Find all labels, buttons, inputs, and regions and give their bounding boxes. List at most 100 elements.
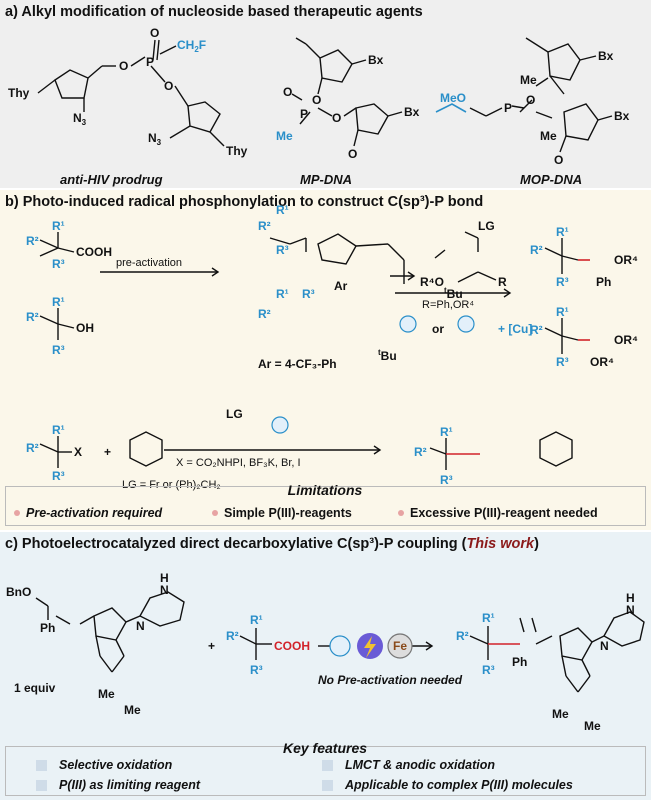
- caption-mp-dna: MP-DNA: [300, 172, 352, 187]
- label-o-8: O: [526, 93, 535, 107]
- label-thy-1: Thy: [8, 86, 30, 100]
- label-me-c1: Me: [98, 687, 115, 701]
- label-cooh-c: COOH: [274, 639, 310, 653]
- label-ar: Ar: [334, 279, 348, 293]
- panel-c: c) Photoelectrocatalyzed direct decarbox…: [0, 532, 651, 800]
- label-or4-2: OR⁴: [614, 333, 638, 347]
- panel-a-structures: Thy N3 O P O CH2F O N3 Thy Bx O P O Me O…: [8, 26, 630, 187]
- label-r-def: R=Ph,OR⁴: [422, 299, 474, 311]
- label-o-4: O: [312, 93, 321, 107]
- label-r2-6: R²: [530, 323, 543, 337]
- label-p-3: P: [504, 101, 512, 115]
- label-nh-1: H: [160, 571, 169, 585]
- label-bx-4: Bx: [614, 109, 630, 123]
- limitation-item-1: Pre-activation required: [14, 506, 162, 520]
- photocatalyst-lightning-icon: [357, 633, 383, 659]
- label-fe: Fe: [393, 639, 407, 653]
- label-n-3: N: [626, 603, 635, 617]
- panel-b: b) Photo-induced radical phosphonylation…: [0, 190, 651, 530]
- label-me-c4: Me: [584, 719, 601, 733]
- label-r3-4: R³: [302, 287, 315, 301]
- limitation-item-3: Excessive P(III)-reagent needed: [398, 506, 598, 520]
- panel-c-scheme: BnO COOH Ph H N N 1 equiv Me Me + R² R¹ …: [6, 571, 645, 733]
- label-r3-5: R³: [556, 275, 569, 289]
- label-r2-4: R²: [258, 307, 271, 321]
- label-bx-3: Bx: [598, 49, 614, 63]
- label-r1-8: R¹: [440, 425, 453, 439]
- caption-anti-hiv: anti-HIV prodrug: [60, 172, 163, 187]
- panel-b-title: b) Photo-induced radical phosphonylation…: [5, 194, 484, 210]
- label-me-c3: Me: [552, 707, 569, 721]
- label-meo: MeO: [440, 91, 466, 105]
- label-o-7: O: [348, 147, 357, 161]
- label-n3-2: N3: [148, 131, 162, 147]
- label-thy-2: Thy: [226, 144, 248, 158]
- label-r2-5: R²: [530, 243, 543, 257]
- label-r1-6: R¹: [556, 305, 569, 319]
- label-tbu-2: tBu: [378, 348, 397, 363]
- label-tbu-1: tBu: [444, 286, 463, 301]
- label-r3-8: R³: [440, 473, 453, 487]
- label-ph-c1: Ph: [40, 621, 55, 635]
- label-r1-2: R¹: [52, 295, 65, 309]
- panel-b-scheme: R² R¹ R³ COOH R² R¹ R³ OH pre-activation…: [26, 203, 638, 491]
- label-or4-1: OR⁴: [614, 253, 638, 267]
- label-r2-3: R²: [258, 219, 271, 233]
- bullet-square: [322, 779, 333, 791]
- label-or: or: [432, 322, 444, 336]
- label-r2-c1: R²: [226, 629, 239, 643]
- label-ar-def: Ar = 4-CF₃-Ph: [258, 357, 337, 371]
- label-r2-8: R²: [414, 445, 427, 459]
- label-me-c2: Me: [124, 703, 141, 717]
- label-ph-b: Ph: [596, 275, 611, 289]
- this-work-label: This work: [466, 536, 535, 552]
- label-x-def: X = CO₂NHPI, BF₃K, Br, I: [176, 457, 301, 469]
- caption-mop-dna: MOP-DNA: [520, 172, 582, 187]
- label-r3-1: R³: [52, 257, 65, 271]
- label-or4-3: OR⁴: [590, 355, 614, 369]
- label-equiv: 1 equiv: [14, 681, 56, 695]
- label-r2-c2: R²: [456, 629, 469, 643]
- label-r3-6: R³: [556, 355, 569, 369]
- label-r1-4: R¹: [276, 287, 289, 301]
- label-r3-2: R³: [52, 343, 65, 357]
- label-n-1: N: [160, 583, 169, 597]
- bullet-square: [36, 759, 47, 771]
- label-r3-c2: R³: [482, 663, 495, 677]
- label-r2-2: R²: [26, 310, 39, 324]
- label-r: R: [498, 275, 507, 289]
- label-o-1: O: [119, 59, 128, 73]
- label-n-4: N: [600, 639, 609, 653]
- label-r2-7: R²: [26, 441, 39, 455]
- label-r1-c2: R¹: [482, 611, 495, 625]
- feature-item-1: Selective oxidation: [36, 758, 172, 772]
- limitations-box: [5, 486, 646, 526]
- label-pre-activation: pre-activation: [116, 257, 182, 269]
- bullet-square: [36, 779, 47, 791]
- feature-item-4: Applicable to complex P(III) molecules: [322, 778, 573, 792]
- label-p-1: P: [146, 55, 154, 69]
- label-r1-1: R¹: [52, 219, 65, 233]
- label-cu: + [Cu]: [498, 322, 532, 336]
- label-r1-5: R¹: [556, 225, 569, 239]
- label-o-2: O: [150, 26, 159, 40]
- bullet-dot: [398, 510, 404, 516]
- panel-c-title: c) Photoelectrocatalyzed direct decarbox…: [5, 536, 539, 552]
- limitations-title: Limitations: [287, 482, 363, 498]
- bullet-dot: [14, 510, 20, 516]
- feature-item-2: LMCT & anodic oxidation: [322, 758, 495, 772]
- label-x: X: [74, 445, 82, 459]
- label-me-3: Me: [540, 129, 557, 143]
- label-r3-7: R³: [52, 469, 65, 483]
- label-n3-1: N3: [73, 111, 87, 127]
- label-r3-c1: R³: [250, 663, 263, 677]
- led-bulb-icon: [329, 635, 351, 657]
- key-features-box: [5, 746, 646, 796]
- label-oh: OH: [76, 321, 94, 335]
- label-me-2: Me: [520, 73, 537, 87]
- label-plus-c: +: [208, 639, 215, 653]
- bullet-dot: [212, 510, 218, 516]
- label-r4o: R⁴O: [420, 275, 444, 289]
- label-r1-c1: R¹: [250, 613, 263, 627]
- label-plus-b: +: [104, 445, 111, 459]
